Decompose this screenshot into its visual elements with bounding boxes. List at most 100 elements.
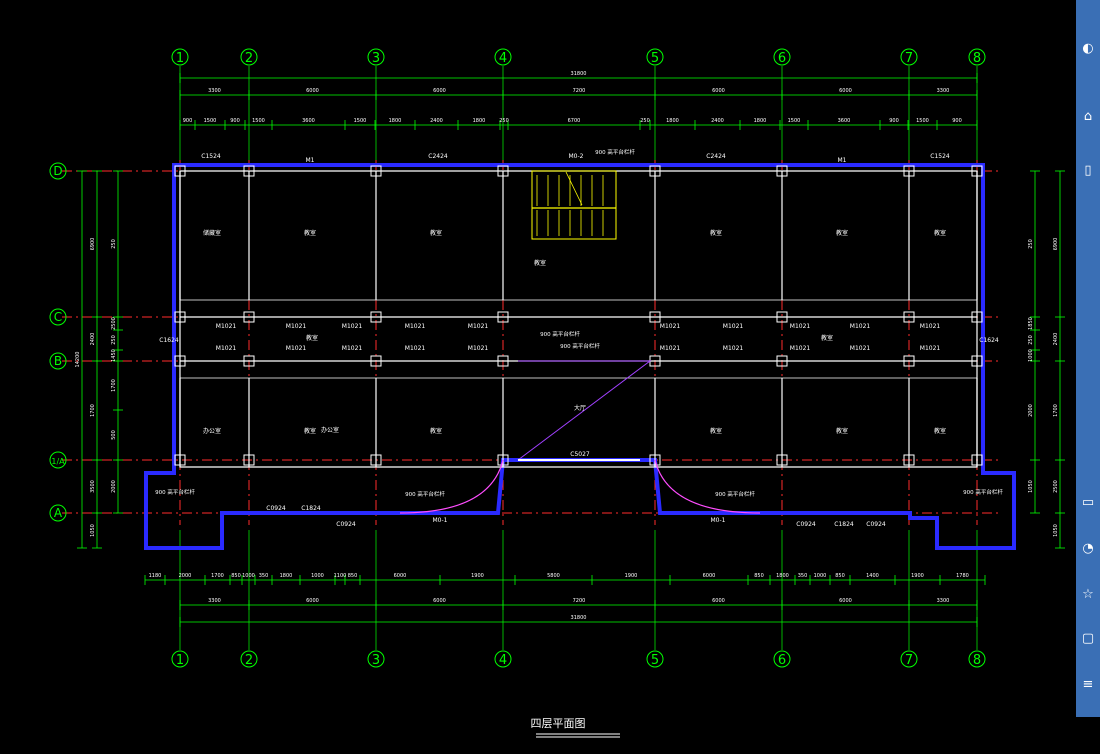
door-window-label: M1021 bbox=[216, 323, 237, 330]
structural-column bbox=[971, 355, 983, 367]
document-icon[interactable]: ▯ bbox=[1084, 163, 1092, 178]
bottom-detail-dim-text: 6000 bbox=[394, 573, 407, 579]
left-outer-dim-text: 6900 bbox=[90, 238, 96, 251]
chat-icon[interactable]: ◐ bbox=[1082, 41, 1094, 56]
door-window-label: M1021 bbox=[723, 323, 744, 330]
room-label: 教室 bbox=[836, 229, 848, 237]
door-window-label: C5027 bbox=[570, 451, 590, 458]
door-window-label: M1 bbox=[306, 157, 315, 164]
entrance-curve bbox=[399, 459, 504, 514]
door-window-label: C1624 bbox=[979, 337, 999, 344]
door-window-label: M1021 bbox=[660, 323, 681, 330]
door-window-label: M1021 bbox=[468, 345, 489, 352]
menu-icon[interactable]: ≡ bbox=[1082, 677, 1094, 692]
outer-wall bbox=[144, 163, 1016, 550]
door-window-label: C1824 bbox=[301, 505, 321, 512]
structural-column bbox=[174, 165, 186, 177]
top-detail-dim-text: 1500 bbox=[788, 118, 801, 124]
room-label: 储藏室 bbox=[203, 229, 221, 237]
room-label: 大厅 bbox=[574, 404, 586, 412]
top-detail-dim-text: 2400 bbox=[430, 118, 443, 124]
star-icon[interactable]: ☆ bbox=[1082, 587, 1094, 602]
door-window-label: C0924 bbox=[336, 521, 356, 528]
bottom-detail-dim-text: 850 bbox=[348, 573, 358, 579]
door-window-label: M1021 bbox=[405, 323, 426, 330]
door-window-label: C0924 bbox=[796, 521, 816, 528]
bottom-detail-dim-text: 1000 bbox=[242, 573, 255, 579]
bottom-detail-dim-text: 1100 bbox=[334, 573, 347, 579]
room-label: 教室 bbox=[710, 229, 722, 237]
axis-bubble bbox=[367, 650, 385, 668]
door-window-label: M1021 bbox=[790, 323, 811, 330]
top-detail-dim-text: 1800 bbox=[754, 118, 767, 124]
axis-bubble bbox=[646, 650, 664, 668]
structural-column bbox=[649, 311, 661, 323]
room-label: 教室 bbox=[821, 334, 833, 342]
door-window-label: M1021 bbox=[216, 345, 237, 352]
room-label: 教室 bbox=[934, 229, 946, 237]
structural-column bbox=[497, 165, 509, 177]
share-icon[interactable]: ⌂ bbox=[1083, 109, 1093, 124]
axis-bubble-label: 5 bbox=[651, 653, 659, 668]
left-inner-dim-text: 250 bbox=[111, 335, 117, 345]
door-window-label: C1824 bbox=[834, 521, 854, 528]
axis-bubble-label: 8 bbox=[973, 653, 981, 668]
top-span-dim-text: 7200 bbox=[573, 88, 586, 94]
clock-icon[interactable]: ◔ bbox=[1082, 541, 1094, 556]
door-window-label: M1021 bbox=[342, 345, 363, 352]
structural-column bbox=[649, 454, 661, 466]
structural-column bbox=[971, 454, 983, 466]
annotation-note: 900 高平台栏杆 bbox=[715, 490, 755, 498]
bottom-detail-dim-text: 1000 bbox=[311, 573, 324, 579]
room-label: 教室 bbox=[710, 427, 722, 435]
axis-bubble bbox=[49, 451, 67, 469]
bottom-span-dim-text: 3300 bbox=[937, 598, 950, 604]
axis-bubble-label: 1/A bbox=[51, 457, 65, 466]
left-inner-dim-text: 1700 bbox=[111, 379, 117, 392]
room-label: 教室 bbox=[534, 259, 546, 267]
door-window-label: M1021 bbox=[723, 345, 744, 352]
axis-bubble bbox=[773, 48, 791, 66]
right-inner-dim-text: 2000 bbox=[1028, 404, 1034, 417]
top-detail-dim-text: 1800 bbox=[389, 118, 402, 124]
room-label: 教室 bbox=[430, 427, 442, 435]
structural-column bbox=[649, 165, 661, 177]
top-span-dim-text: 3300 bbox=[208, 88, 221, 94]
axis-bubble-label: 2 bbox=[245, 653, 253, 668]
left-outer-dim-text: 2400 bbox=[90, 333, 96, 346]
door-window-label: M1021 bbox=[850, 345, 871, 352]
axis-bubble bbox=[171, 48, 189, 66]
top-detail-dim-text: 6700 bbox=[568, 118, 581, 124]
door-window-label: M1021 bbox=[920, 323, 941, 330]
bottom-detail-dim-text: 1800 bbox=[776, 573, 789, 579]
axis-bubble-label: 5 bbox=[651, 51, 659, 66]
top-span-dim-text: 6000 bbox=[839, 88, 852, 94]
right-inner-dim-text: 1000 bbox=[1028, 349, 1034, 362]
structural-column bbox=[243, 165, 255, 177]
bookmark-icon[interactable]: ▭ bbox=[1081, 495, 1095, 510]
left-inner-dim-text: 1450 bbox=[111, 349, 117, 362]
structural-column bbox=[971, 311, 983, 323]
door-window-label: M1021 bbox=[468, 323, 489, 330]
structural-column bbox=[497, 454, 509, 466]
door-window-label: M1021 bbox=[660, 345, 681, 352]
room-label: 教室 bbox=[306, 334, 318, 342]
page-icon[interactable]: ▢ bbox=[1081, 631, 1095, 646]
axis-bubble bbox=[240, 650, 258, 668]
bottom-detail-dim-text: 1700 bbox=[211, 573, 224, 579]
top-detail-dim-text: 3600 bbox=[302, 118, 315, 124]
structural-column bbox=[776, 165, 788, 177]
door-window-label: M1 bbox=[838, 157, 847, 164]
structural-column bbox=[174, 355, 186, 367]
door-window-label: M1021 bbox=[342, 323, 363, 330]
annotation-note: 900 高平台栏杆 bbox=[963, 488, 1003, 496]
door-window-label: C0924 bbox=[266, 505, 286, 512]
structural-column bbox=[174, 454, 186, 466]
room-label: 办公室 bbox=[203, 427, 221, 435]
hall-line bbox=[517, 360, 652, 461]
room-label: 教室 bbox=[836, 427, 848, 435]
bottom-detail-dim-text: 1000 bbox=[814, 573, 827, 579]
left-inner-dim-text: 2000 bbox=[111, 480, 117, 493]
